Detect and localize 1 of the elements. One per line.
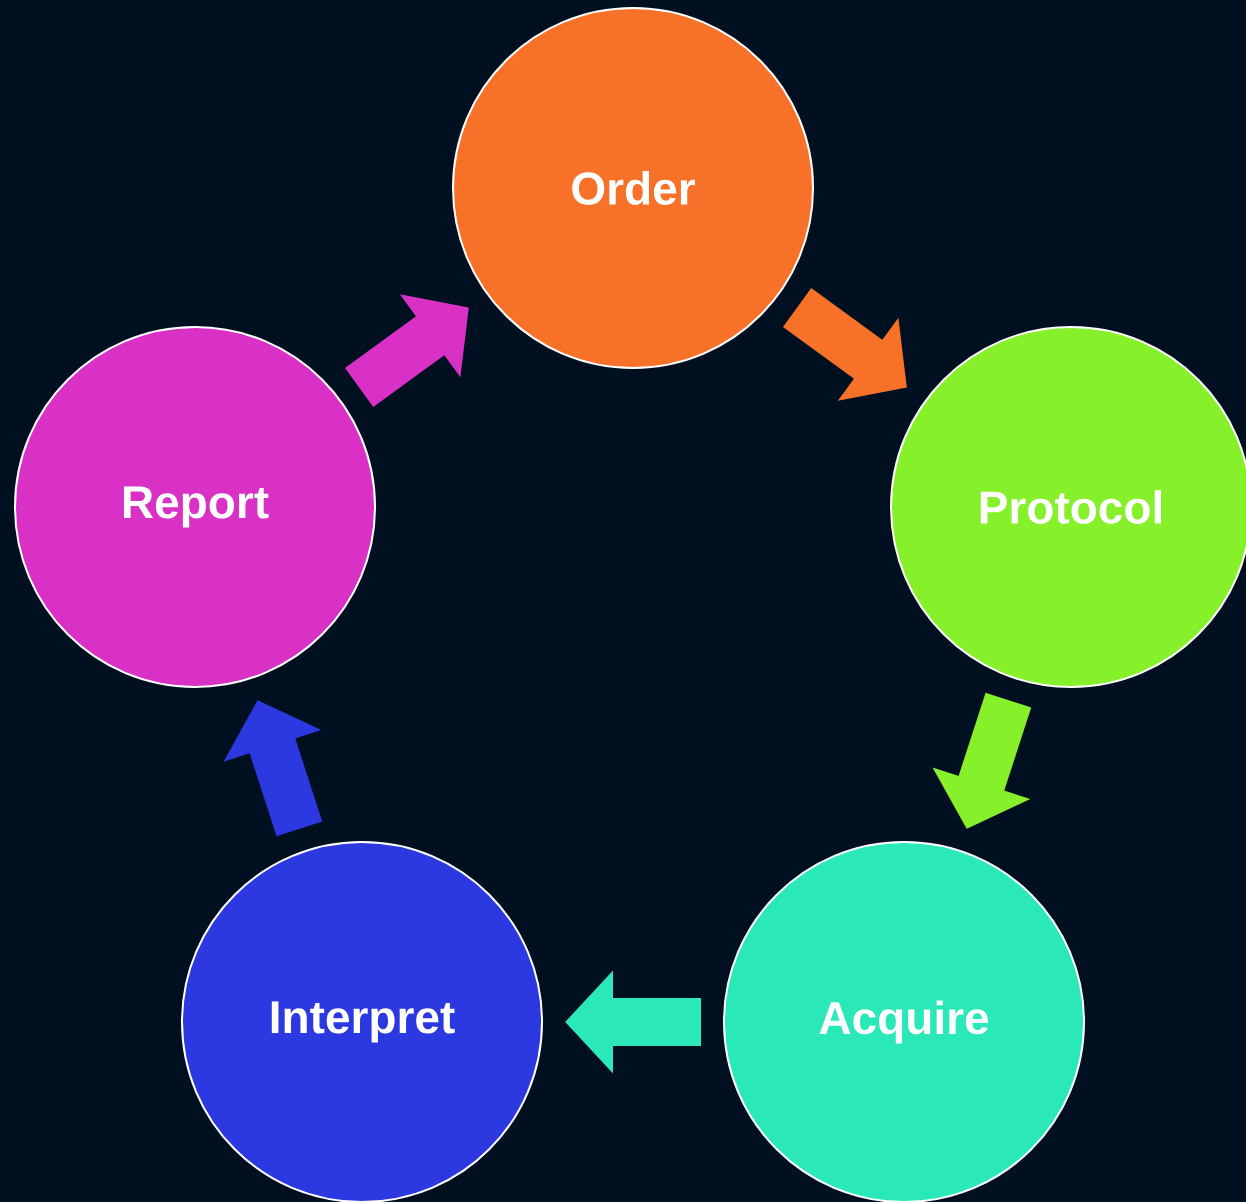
- block-arrow: [344, 294, 469, 407]
